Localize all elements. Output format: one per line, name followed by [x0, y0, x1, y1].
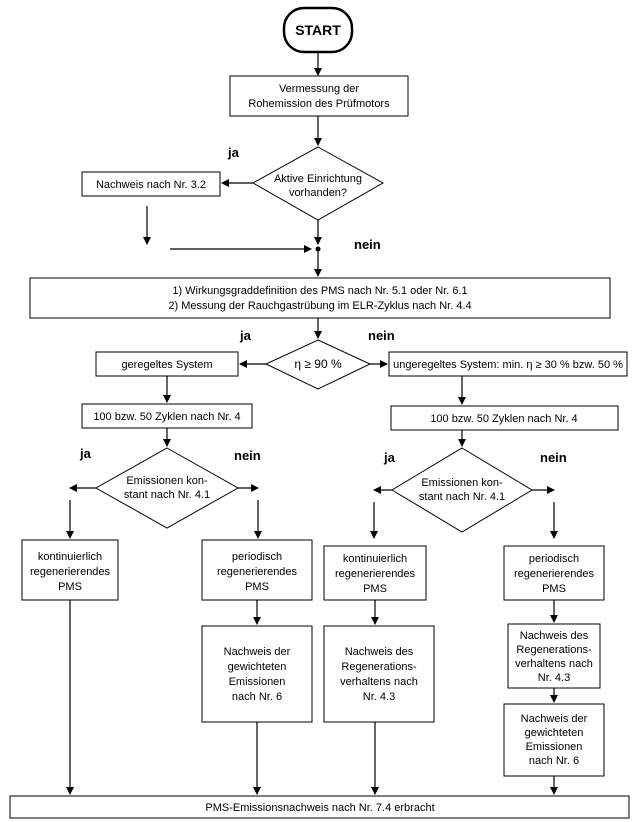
cycles-right-box: 100 bzw. 50 Zyklen nach Nr. 4	[390, 405, 619, 431]
continuous-right-line-3: PMS	[363, 583, 387, 595]
weighted-emissions-left-box: Nachweis der gewichteten Emissionen nach…	[201, 625, 313, 723]
cycles-left-label: 100 bzw. 50 Zyklen nach Nr. 4	[93, 411, 240, 423]
active-line-2: vorhanden?	[289, 187, 347, 199]
emissions-decision-right: Emissionen kon- stant nach Nr. 4.1	[391, 447, 533, 533]
regen-right-line-1: Nachweis des	[520, 630, 589, 642]
continuous-left-line-1: kontinuierlich	[38, 551, 102, 563]
active-line-1: Aktive Einrichtung	[274, 173, 362, 185]
regen-mid-line-3: verhaltens nach	[340, 676, 418, 688]
weighted-left-line-3: Emissionen	[229, 676, 286, 688]
periodic-left-line-1: periodisch	[232, 551, 282, 563]
weighted-left-line-1: Nachweis der	[224, 646, 291, 658]
regen-mid-line-1: Nachweis des	[345, 646, 414, 658]
regen-right-line-2: Regenerations-	[516, 644, 592, 656]
efficiency-line-1: 1) Wirkungsgraddefinition des PMS nach N…	[172, 285, 467, 297]
regen-right-line-4: Nr. 4.3	[538, 672, 570, 684]
regen-right-line-3: verhaltens nach	[515, 658, 593, 670]
uncontrolled-system-box: ungeregeltes System: min. η ≥ 30 % bzw. …	[388, 351, 628, 377]
weighted-emissions-right-box: Nachweis der gewichteten Emissionen nach…	[503, 703, 605, 777]
final-label: PMS-Emissionsnachweis nach Nr. 7.4 erbra…	[205, 802, 434, 814]
periodic-right-line-1: periodisch	[529, 553, 579, 565]
continuous-pms-left-box: kontinuierlich regenerierendes PMS	[21, 539, 119, 601]
regeneration-mid-box: Nachweis des Regenerations- verhaltens n…	[323, 625, 435, 723]
continuous-right-line-2: regenerierendes	[335, 568, 416, 580]
periodic-pms-left-box: periodisch regenerierendes PMS	[201, 539, 313, 601]
cycles-right-label: 100 bzw. 50 Zyklen nach Nr. 4	[430, 413, 577, 425]
start-node: START	[282, 6, 354, 54]
periodic-right-line-2: regenerierendes	[514, 568, 595, 580]
label-nein-right: nein	[540, 450, 567, 465]
weighted-left-line-4: nach Nr. 6	[232, 691, 282, 703]
eta-decision: η ≥ 90 %	[264, 339, 372, 390]
continuous-left-line-3: PMS	[58, 581, 82, 593]
periodic-left-line-3: PMS	[245, 581, 269, 593]
regeneration-right-box: Nachweis des Regenerations- verhaltens n…	[507, 623, 601, 689]
label-nein-eta: nein	[368, 328, 395, 343]
active-device-decision: Aktive Einrichtung vorhanden?	[251, 146, 385, 221]
label-ja-active: ja	[227, 145, 240, 160]
merge-dot	[315, 246, 321, 252]
start-label: START	[295, 22, 341, 38]
label-nein-active: nein	[354, 237, 381, 252]
measure-box: Vermessung der Rohemission des Prüfmotor…	[229, 75, 409, 117]
label-ja-right: ja	[383, 450, 396, 465]
eta-label: η ≥ 90 %	[294, 357, 342, 371]
proof-32-label: Nachweis nach Nr. 3.2	[96, 179, 206, 191]
proof-32-box: Nachweis nach Nr. 3.2	[81, 171, 221, 197]
continuous-right-line-1: kontinuierlich	[343, 553, 407, 565]
continuous-left-line-2: regenerierendes	[30, 566, 111, 578]
regen-mid-line-2: Regenerations-	[341, 661, 417, 673]
weighted-right-line-2: gewichteten	[525, 727, 584, 739]
controlled-system-label: geregeltes System	[121, 359, 212, 371]
uncontrolled-system-label: ungeregeltes System: min. η ≥ 30 % bzw. …	[393, 359, 623, 371]
efficiency-box: 1) Wirkungsgraddefinition des PMS nach N…	[29, 277, 611, 319]
weighted-left-line-2: gewichteten	[228, 661, 287, 673]
emissions-right-line-1: Emissionen kon-	[421, 477, 503, 489]
periodic-right-line-3: PMS	[542, 583, 566, 595]
cycles-left-box: 100 bzw. 50 Zyklen nach Nr. 4	[81, 403, 253, 429]
weighted-right-line-1: Nachweis der	[521, 713, 588, 725]
label-nein-left: nein	[234, 448, 261, 463]
emissions-right-line-2: stant nach Nr. 4.1	[419, 491, 505, 503]
label-ja-eta: ja	[239, 328, 252, 343]
emissions-left-line-2: stant nach Nr. 4.1	[124, 489, 210, 501]
efficiency-line-2: 2) Messung der Rauchgastrübung im ELR-Zy…	[168, 300, 471, 312]
final-box: PMS-Emissionsnachweis nach Nr. 7.4 erbra…	[9, 795, 630, 819]
controlled-system-box: geregeltes System	[95, 351, 239, 377]
label-ja-left: ja	[79, 446, 92, 461]
weighted-right-line-4: nach Nr. 6	[529, 755, 579, 767]
periodic-left-line-2: regenerierendes	[217, 566, 298, 578]
periodic-pms-right-box: periodisch regenerierendes PMS	[503, 545, 605, 601]
weighted-right-line-3: Emissionen	[526, 741, 583, 753]
emissions-decision-left: Emissionen kon- stant nach Nr. 4.1	[94, 447, 240, 529]
emissions-left-line-1: Emissionen kon-	[126, 475, 208, 487]
measure-line-1: Vermessung der	[279, 83, 359, 95]
continuous-pms-right-box: kontinuierlich regenerierendes PMS	[323, 545, 427, 601]
regen-mid-line-4: Nr. 4.3	[363, 691, 395, 703]
measure-line-2: Rohemission des Prüfmotors	[248, 98, 390, 110]
